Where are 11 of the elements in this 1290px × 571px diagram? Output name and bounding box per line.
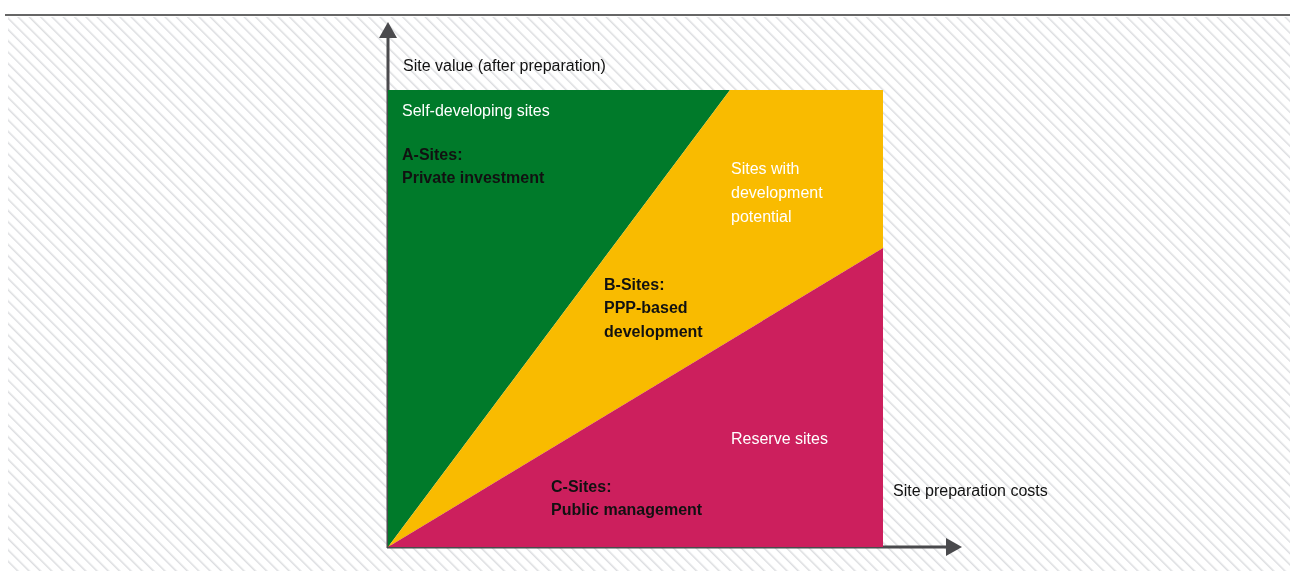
region-label: B-Sites:	[604, 275, 666, 295]
region-title: Self-developing sites	[402, 101, 551, 121]
region-label: PPP-based development	[604, 298, 704, 342]
y-axis-label: Site value (after preparation)	[403, 56, 606, 76]
region-label: Private investment	[402, 168, 546, 188]
region-title: Reserve sites	[731, 429, 829, 449]
region-label: Public management	[551, 500, 704, 520]
region-label: C-Sites:	[551, 477, 613, 497]
x-axis-label: Site preparation costs	[893, 481, 1048, 501]
region-label: A-Sites:	[402, 145, 464, 165]
region-title: Sites with development potential	[731, 159, 824, 227]
